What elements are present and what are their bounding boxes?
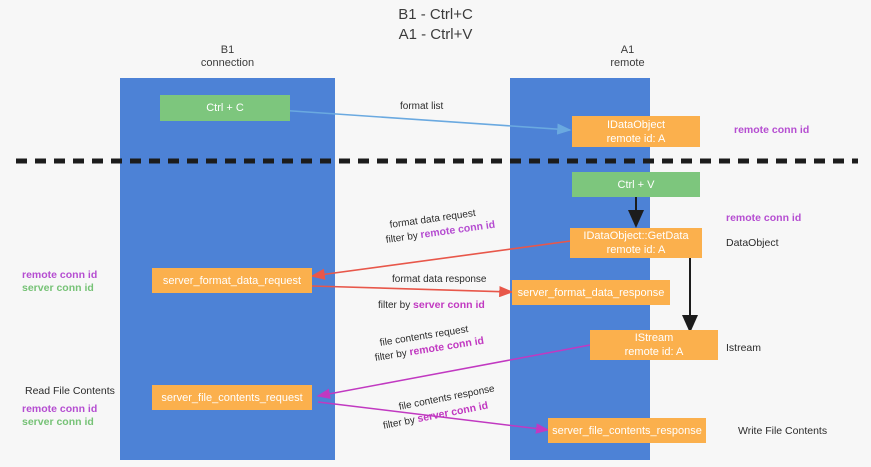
annotation-server-conn-id-left-1: server conn id — [22, 282, 94, 294]
annotation-remote-conn-id-mid: remote conn id — [726, 212, 802, 224]
box-idataobject[interactable]: IDataObject remote id: A — [572, 116, 700, 147]
box-ctrl-c[interactable]: Ctrl + C — [160, 95, 290, 121]
box-ctrl-v-label: Ctrl + V — [617, 178, 655, 191]
box-server-format-data-response[interactable]: server_format_data_response — [512, 280, 670, 305]
column-header-a1: A1 remote — [540, 44, 715, 70]
box-ctrl-c-label: Ctrl + C — [206, 102, 244, 114]
title-line-1: B1 - Ctrl+C — [398, 6, 473, 23]
annotation-read-file-contents: Read File Contents — [25, 385, 115, 397]
label-format-list: format list — [400, 101, 444, 112]
column-header-a1-role: remote — [610, 57, 645, 69]
box-server-file-contents-response-label: server_file_contents_response — [552, 424, 702, 437]
box-idataobject-getdata[interactable]: IDataObject::GetData remote id: A — [570, 228, 702, 258]
box-idataobject-line2: remote id: A — [606, 132, 666, 145]
box-getdata-line2: remote id: A — [606, 244, 666, 256]
column-header-b1: B1 connection — [140, 44, 315, 70]
filter-prefix: filter by — [378, 300, 414, 311]
annotation-remote-conn-id-left-2: remote conn id — [22, 403, 98, 415]
box-istream-line2: remote id: A — [624, 346, 684, 358]
filter-key-server-conn-id: server conn id — [413, 299, 485, 311]
label-format-data-response: format data response — [392, 274, 487, 285]
box-istream-line1: IStream — [634, 332, 674, 344]
box-istream[interactable]: IStream remote id: A — [590, 330, 718, 360]
annotation-dataobject: DataObject — [726, 237, 779, 249]
box-getdata-line1: IDataObject::GetData — [583, 230, 689, 242]
box-server-file-contents-request-label: server_file_contents_request — [161, 391, 303, 404]
box-server-file-contents-response[interactable]: server_file_contents_response — [548, 418, 706, 443]
box-idataobject-line1: IDataObject — [606, 118, 666, 131]
box-server-file-contents-request[interactable]: server_file_contents_request — [152, 385, 312, 410]
annotation-remote-conn-id-top: remote conn id — [734, 124, 810, 136]
filter-prefix: filter by — [385, 230, 422, 246]
box-server-format-data-request-label: server_format_data_request — [162, 274, 302, 287]
annotation-write-file-contents: Write File Contents — [738, 425, 828, 437]
title-line-2: A1 - Ctrl+V — [398, 26, 473, 43]
filter-prefix: filter by — [382, 414, 419, 432]
annotation-server-conn-id-left-2: server conn id — [22, 416, 94, 428]
column-header-b1-role: connection — [200, 57, 255, 69]
box-ctrl-v[interactable]: Ctrl + V — [572, 172, 700, 197]
column-header-a1-name: A1 — [620, 44, 635, 56]
label-format-data-response-filter: filter by server conn id — [378, 299, 485, 311]
box-server-format-data-request[interactable]: server_format_data_request — [152, 268, 312, 293]
arrow-format-data-response — [311, 285, 514, 298]
box-server-format-data-response-label: server_format_data_response — [517, 286, 665, 299]
column-header-b1-name: B1 — [220, 44, 235, 56]
annotation-istream: Istream — [726, 342, 762, 354]
page-title: B1 - Ctrl+C A1 - Ctrl+V — [0, 5, 871, 45]
filter-prefix: filter by — [374, 347, 411, 364]
annotation-remote-conn-id-left-1: remote conn id — [22, 269, 98, 281]
